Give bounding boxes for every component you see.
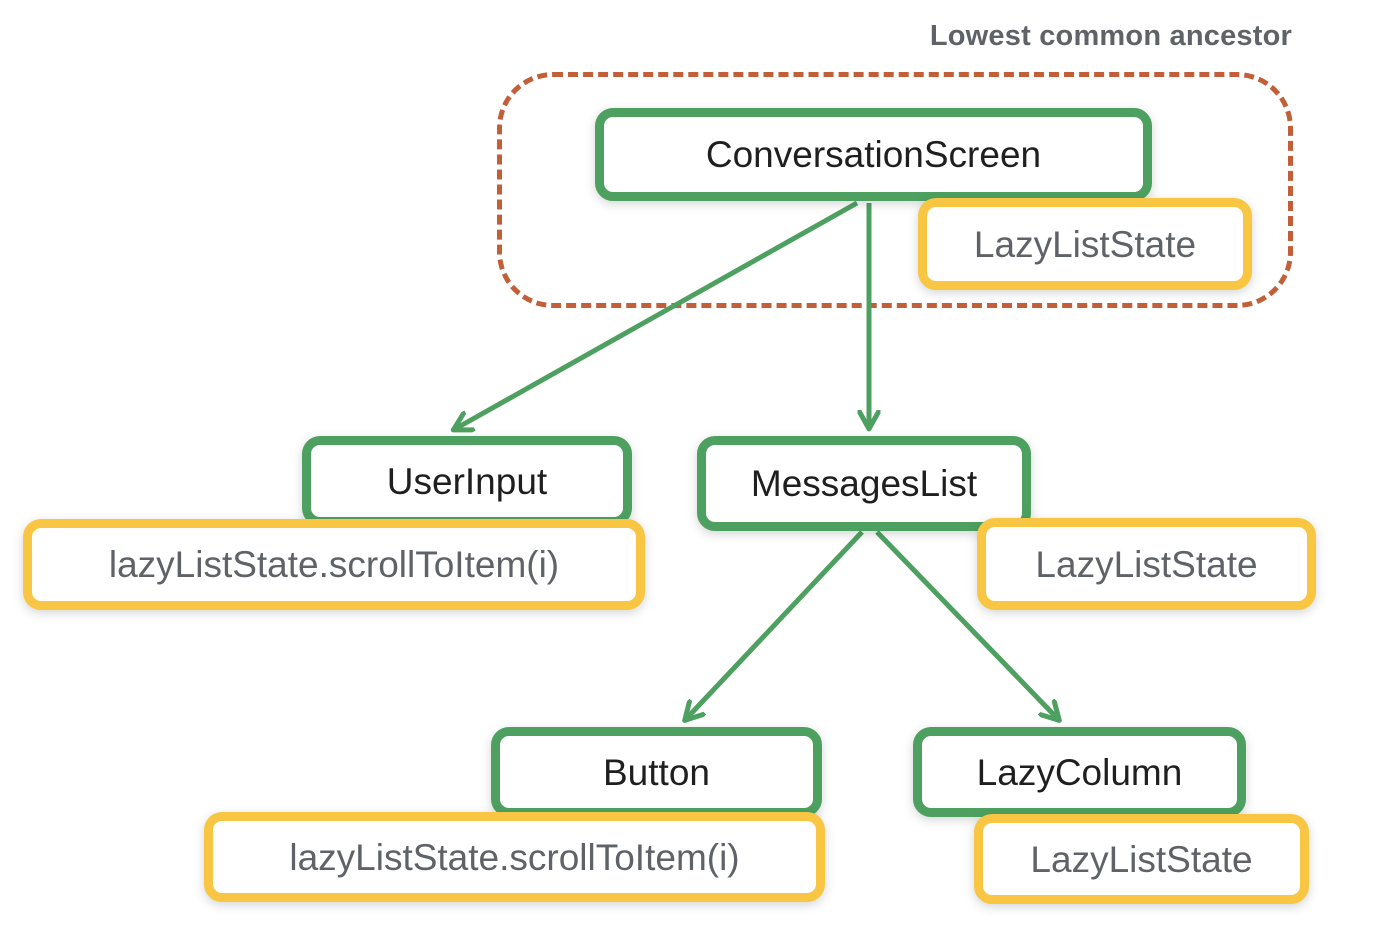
node-conversationscreen-label: ConversationScreen bbox=[705, 134, 1042, 175]
state-badge-button-scrolltoitem: lazyListState.scrollToItem(i) bbox=[204, 812, 825, 902]
node-lazycolumn-label: LazyColumn bbox=[976, 751, 1183, 793]
node-button: Button bbox=[491, 727, 822, 817]
state-badge-lazycolumn-lazyliststate: LazyListState bbox=[974, 814, 1309, 904]
state-badge-userinput-scrolltoitem: lazyListState.scrollToItem(i) bbox=[23, 519, 645, 610]
state-badge-messageslist-lazyliststate: LazyListState bbox=[977, 518, 1316, 610]
edge-messageslist-to-button bbox=[686, 530, 864, 719]
lowest-common-ancestor-outline bbox=[497, 72, 1293, 308]
node-messageslist-label: MessagesList bbox=[750, 463, 978, 504]
state-badge-label: LazyListState bbox=[973, 223, 1197, 265]
node-lazycolumn: LazyColumn bbox=[913, 727, 1246, 817]
node-messageslist: MessagesList bbox=[697, 436, 1031, 531]
lowest-common-ancestor-label: Lowest common ancestor bbox=[929, 20, 1292, 52]
node-button-label: Button bbox=[603, 751, 710, 793]
node-conversationscreen: ConversationScreen bbox=[595, 108, 1152, 201]
state-badge-conversationscreen-lazyliststate: LazyListState bbox=[918, 198, 1252, 290]
node-userinput-label: UserInput bbox=[386, 460, 548, 502]
state-badge-label: lazyListState.scrollToItem(i) bbox=[289, 836, 740, 878]
state-badge-label: LazyListState bbox=[1030, 838, 1253, 880]
node-userinput: UserInput bbox=[302, 436, 632, 526]
state-badge-label: lazyListState.scrollToItem(i) bbox=[108, 544, 560, 585]
state-badge-label: LazyListState bbox=[1035, 543, 1258, 585]
